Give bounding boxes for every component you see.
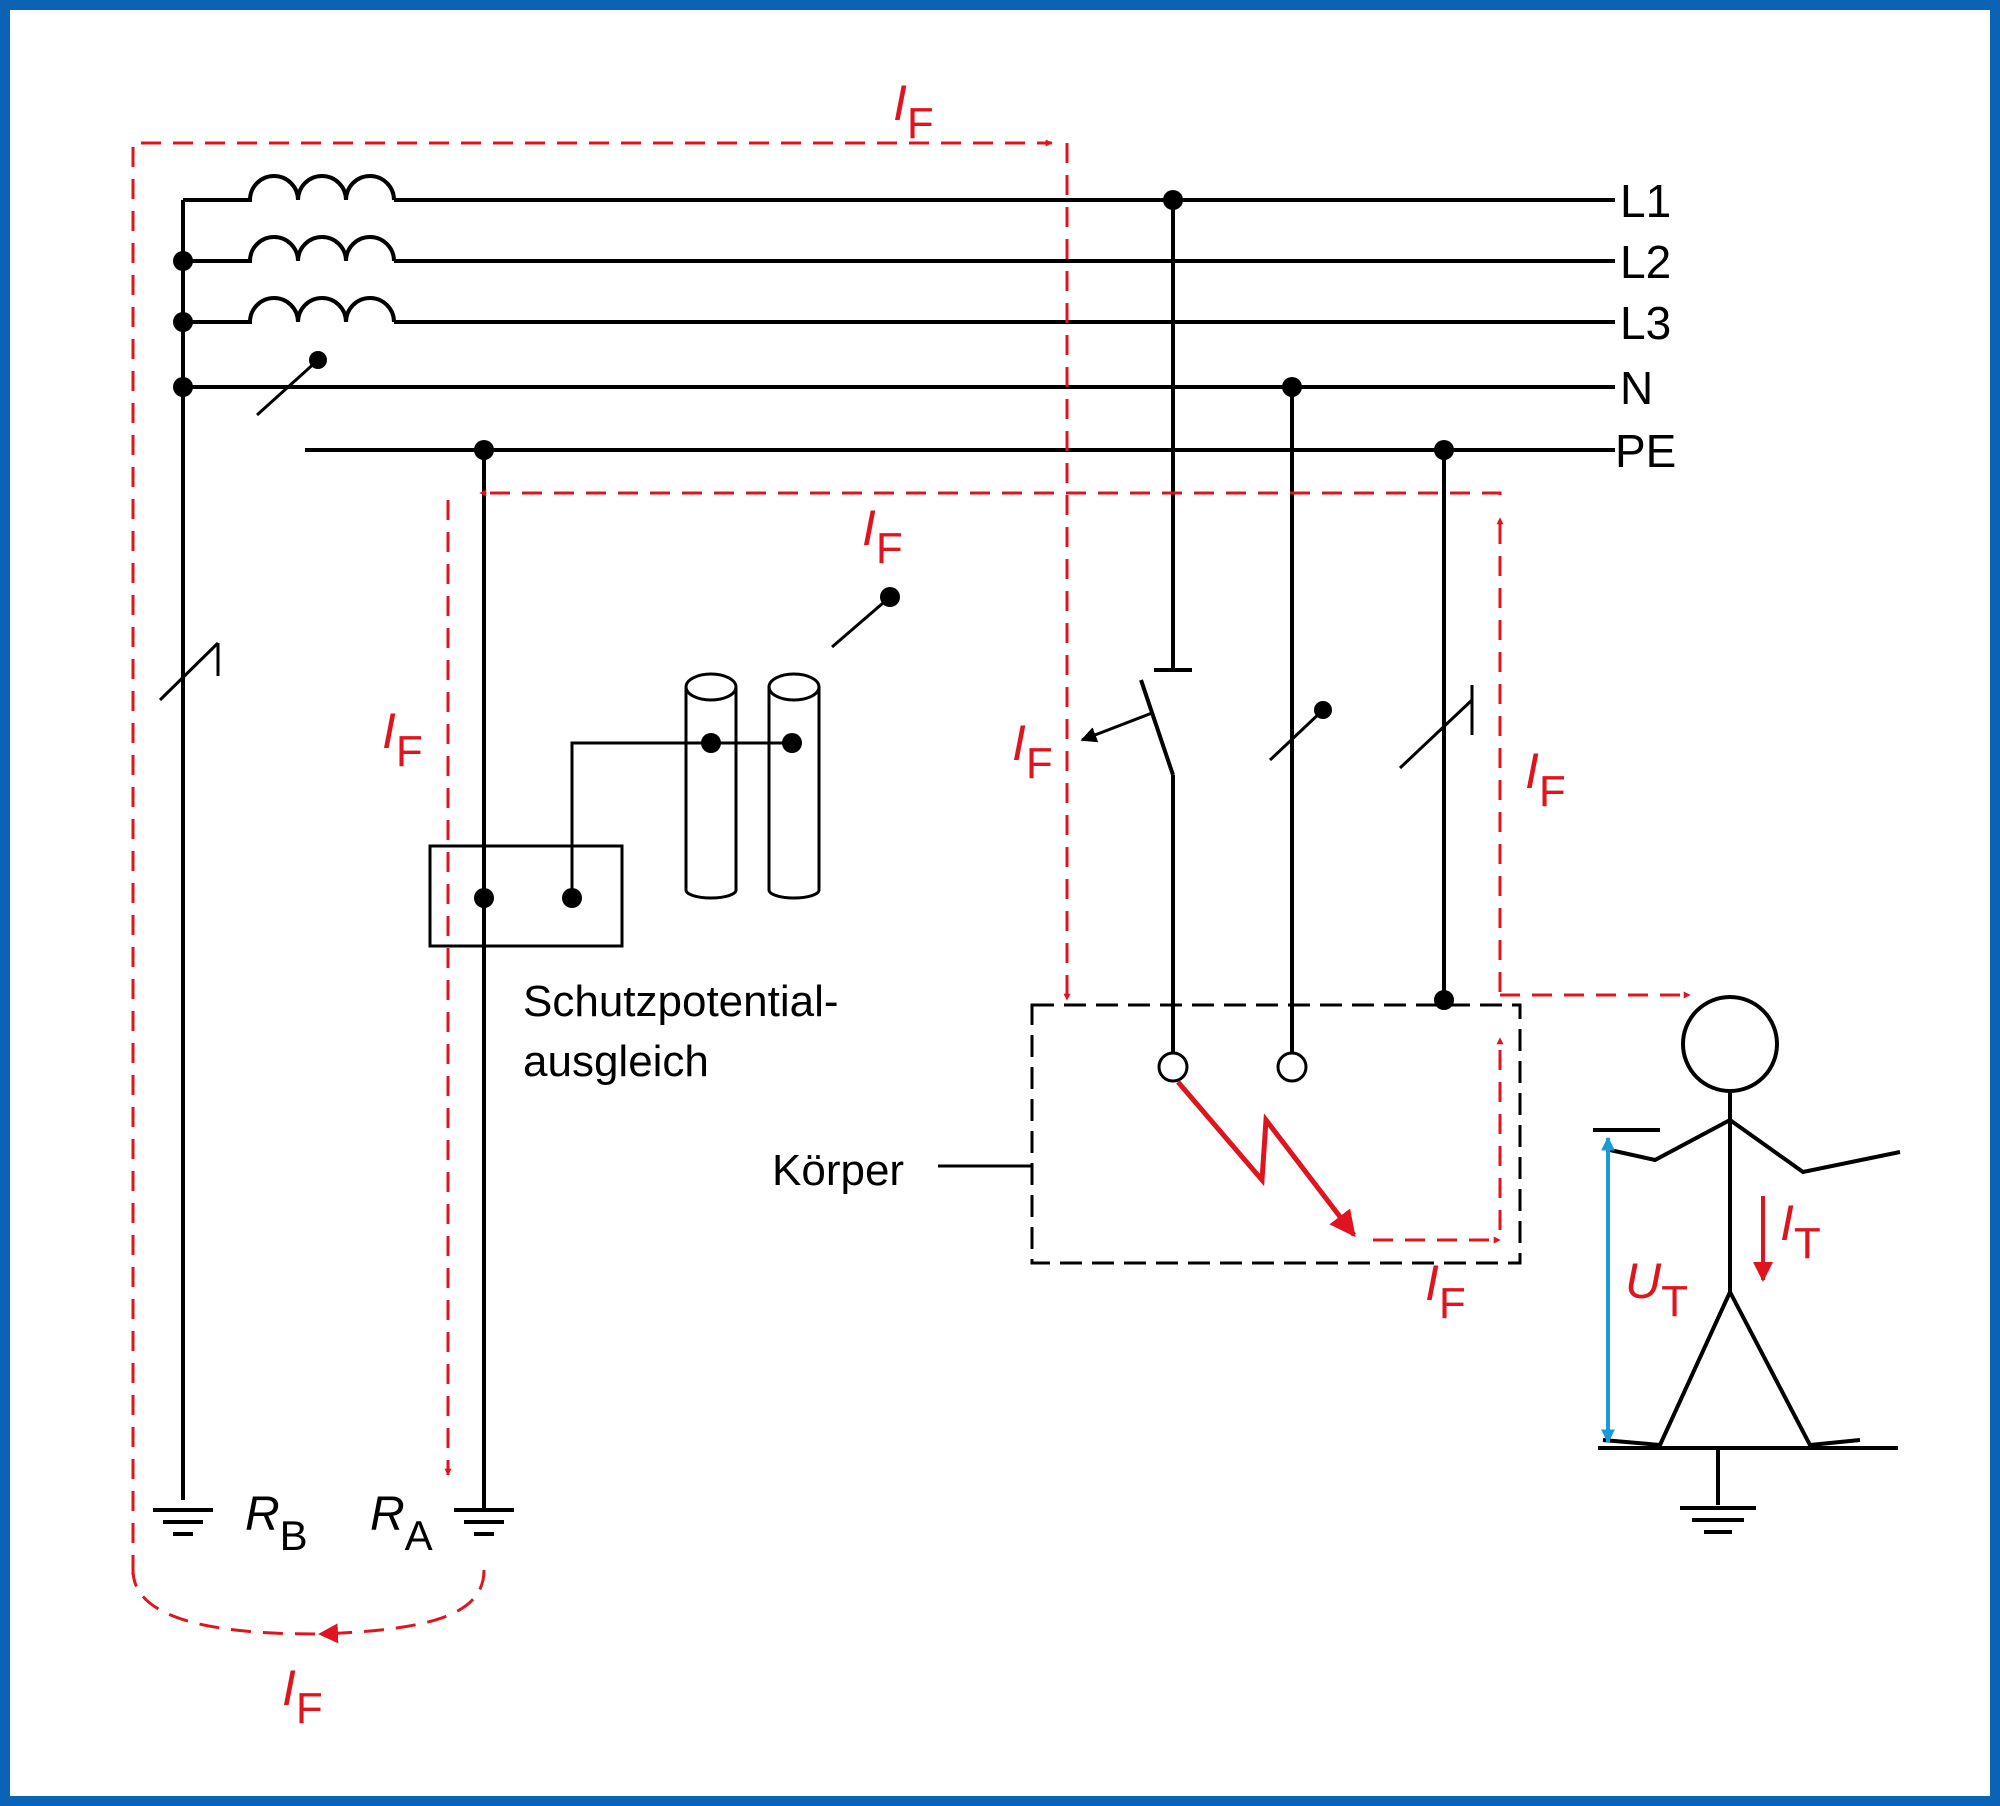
pipe-connection-tick	[831, 595, 891, 649]
n-tick	[1268, 708, 1325, 762]
label-l3: L3	[1620, 297, 1671, 349]
resistance-ra: RA	[370, 1488, 433, 1559]
junction-dot	[1434, 440, 1454, 460]
junction-dot	[474, 888, 494, 908]
ground-rb-icon	[153, 1508, 213, 1536]
label-pe: PE	[1615, 425, 1676, 477]
transformer-windings	[183, 174, 396, 324]
fault-current-label: IF	[893, 75, 934, 148]
junction-dot	[309, 351, 327, 369]
fault-current-path	[131, 139, 1691, 1644]
star-point-tick	[158, 641, 220, 702]
junction-dot	[474, 440, 494, 460]
body-label: Körper	[772, 1146, 904, 1195]
junction-dot	[1434, 990, 1454, 1010]
fault-current-label: IF	[1425, 1255, 1466, 1328]
junction-dot	[1163, 190, 1183, 210]
junction-dot	[173, 251, 193, 271]
junction-dot	[173, 312, 193, 332]
fault-lightning	[1176, 1080, 1356, 1238]
pe-tick	[1398, 698, 1474, 770]
label-l1: L1	[1620, 175, 1671, 227]
junction-dot	[782, 733, 802, 753]
junction-dot	[1314, 701, 1332, 719]
junction-dot	[880, 587, 900, 607]
equipotential-label: Schutzpotential-	[523, 977, 839, 1026]
fault-current-label: IF	[862, 500, 903, 573]
terminal-n	[1276, 1051, 1308, 1083]
equipotential-bar	[428, 844, 624, 948]
switch-actuator	[1080, 711, 1153, 743]
device-body-outline	[1030, 1003, 1522, 1265]
terminal-l	[1157, 1051, 1189, 1083]
label-l2: L2	[1620, 236, 1671, 288]
fault-current-label: IF	[282, 1660, 323, 1733]
touch-current-label: IT	[1780, 1195, 1821, 1268]
label-n: N	[1620, 362, 1653, 414]
pipe-icon	[684, 672, 821, 900]
ground-ra-icon	[454, 1508, 514, 1536]
resistance-rb: RB	[245, 1488, 308, 1559]
fault-current-label: IF	[382, 703, 423, 776]
switch-blade	[1139, 679, 1175, 776]
ground-person-icon	[1680, 1506, 1756, 1534]
n-pe-separation-tick	[255, 358, 320, 417]
equipotential-lead	[570, 741, 792, 898]
equipotential-label: ausgleich	[523, 1037, 709, 1086]
fault-current-label: IF	[1525, 743, 1566, 816]
junction-dot	[1282, 377, 1302, 397]
junction-dot	[701, 733, 721, 753]
person-icon	[1593, 995, 1901, 1448]
touch-voltage-label: UT	[1625, 1253, 1688, 1326]
fault-current-label: IF	[1012, 715, 1053, 788]
